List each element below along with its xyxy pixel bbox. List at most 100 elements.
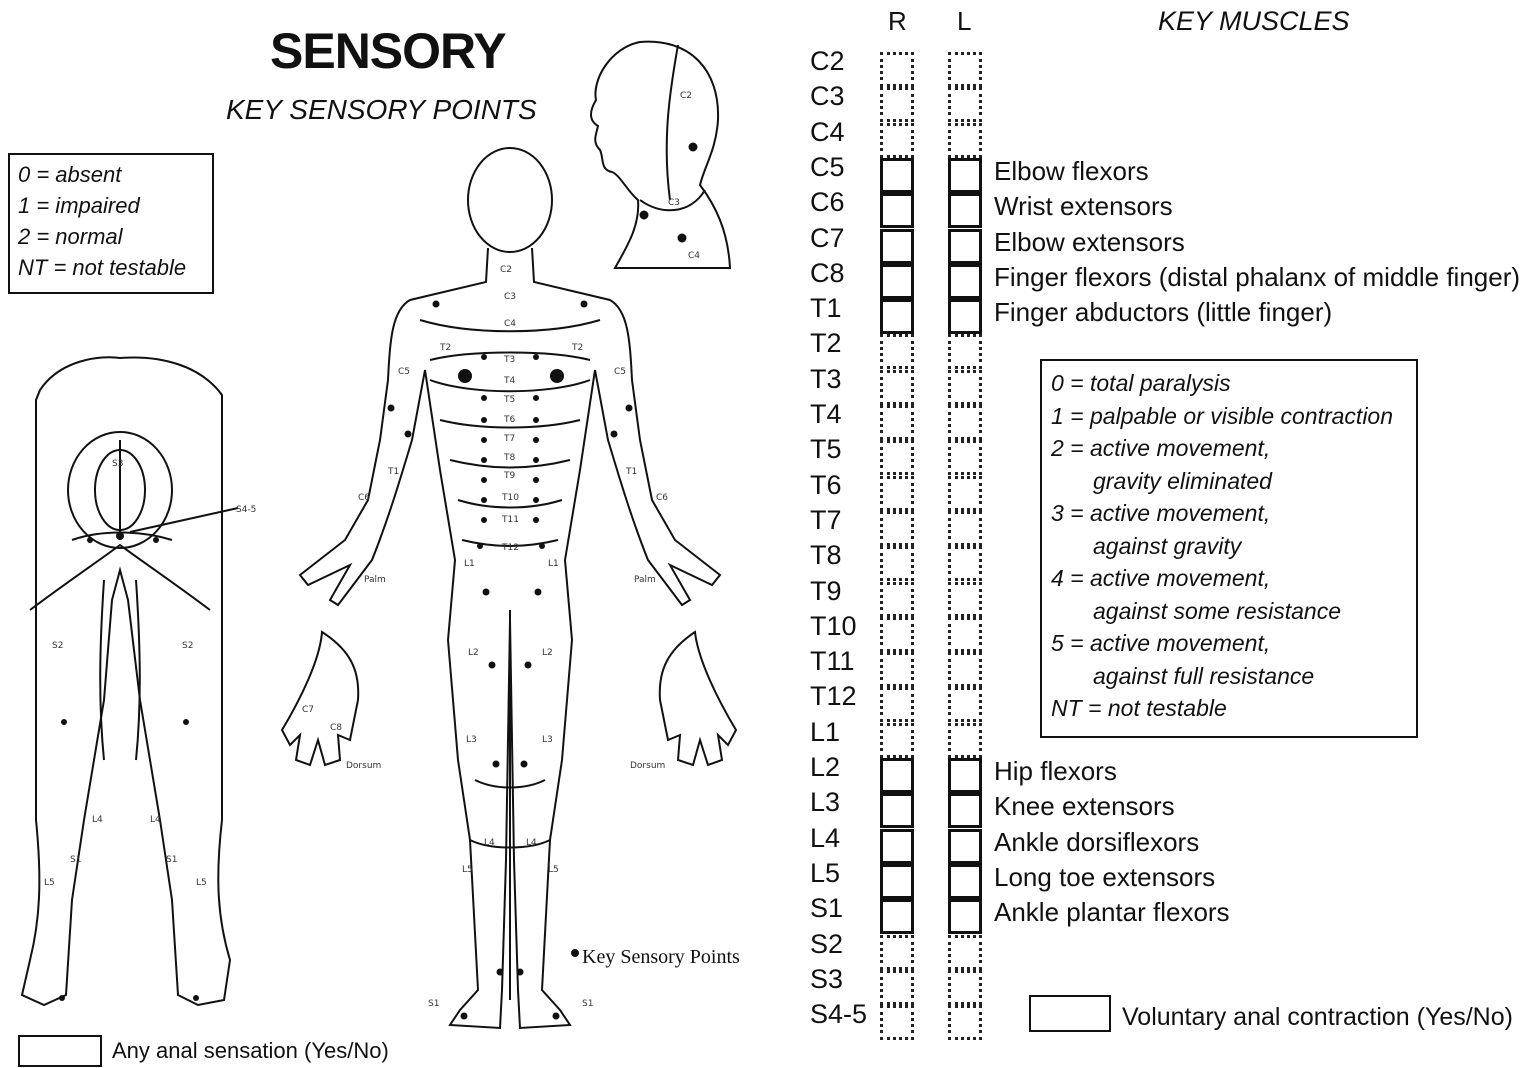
left-score-cell[interactable]	[948, 793, 982, 828]
motor-legend-item: against some resistance	[1051, 595, 1407, 628]
back-label: S1	[166, 855, 177, 865]
right-score-cell[interactable]	[880, 1005, 914, 1040]
left-score-cell[interactable]	[948, 935, 982, 970]
front-label: C4	[504, 319, 516, 329]
motor-legend-item: 4 = active movement,	[1051, 562, 1407, 595]
left-score-cell[interactable]	[948, 582, 982, 617]
key-muscle-label: Ankle dorsiflexors	[994, 827, 1199, 858]
right-score-cell[interactable]	[880, 299, 914, 334]
anal-sensation-checkbox[interactable]	[18, 1035, 102, 1067]
left-score-cell[interactable]	[948, 1005, 982, 1040]
right-score-cell[interactable]	[880, 334, 914, 369]
left-score-cell[interactable]	[948, 334, 982, 369]
right-score-cell[interactable]	[880, 899, 914, 934]
right-score-cell[interactable]	[880, 617, 914, 652]
right-score-cell[interactable]	[880, 935, 914, 970]
right-score-cell[interactable]	[880, 158, 914, 193]
left-score-cell[interactable]	[948, 440, 982, 475]
motor-legend-item: against gravity	[1051, 530, 1407, 563]
level-label: T12	[810, 681, 857, 712]
right-score-cell[interactable]	[880, 87, 914, 122]
right-score-cell[interactable]	[880, 793, 914, 828]
left-score-cell[interactable]	[948, 864, 982, 899]
back-label: S2	[182, 641, 193, 651]
level-label: T9	[810, 576, 842, 607]
left-score-cell[interactable]	[948, 158, 982, 193]
level-label: T10	[810, 611, 857, 642]
left-score-cell[interactable]	[948, 405, 982, 440]
left-score-cell[interactable]	[948, 476, 982, 511]
left-score-cell[interactable]	[948, 229, 982, 264]
left-score-cell[interactable]	[948, 758, 982, 793]
right-score-cell[interactable]	[880, 229, 914, 264]
right-score-cell[interactable]	[880, 970, 914, 1005]
back-label: S4-5	[236, 505, 256, 515]
level-label: T4	[810, 399, 842, 430]
left-score-cell[interactable]	[948, 970, 982, 1005]
right-score-cell[interactable]	[880, 758, 914, 793]
right-score-cell[interactable]	[880, 123, 914, 158]
right-score-cell[interactable]	[880, 829, 914, 864]
left-score-cell[interactable]	[948, 723, 982, 758]
back-label: S1	[70, 855, 81, 865]
right-score-cell[interactable]	[880, 582, 914, 617]
left-score-cell[interactable]	[948, 652, 982, 687]
front-label: T7	[503, 434, 515, 444]
level-label: C5	[810, 152, 845, 183]
level-label: C8	[810, 258, 845, 289]
motor-legend-item: 0 = total paralysis	[1051, 367, 1407, 400]
front-label: Dorsum	[630, 761, 665, 771]
left-score-cell[interactable]	[948, 617, 982, 652]
left-score-cell[interactable]	[948, 87, 982, 122]
front-label: L4	[526, 838, 537, 848]
left-score-cell[interactable]	[948, 299, 982, 334]
left-score-cell[interactable]	[948, 511, 982, 546]
front-label: T9	[503, 471, 515, 481]
left-score-cell[interactable]	[948, 370, 982, 405]
motor-scale-legend: 0 = total paralysis1 = palpable or visib…	[1040, 359, 1418, 738]
front-label: S1	[582, 999, 593, 1009]
left-score-cell[interactable]	[948, 829, 982, 864]
left-score-cell[interactable]	[948, 193, 982, 228]
right-score-cell[interactable]	[880, 546, 914, 581]
voluntary-anal-contraction-checkbox[interactable]	[1029, 995, 1111, 1032]
front-label: C8	[330, 723, 342, 733]
right-score-cell[interactable]	[880, 405, 914, 440]
front-label: L3	[466, 735, 477, 745]
front-label: L2	[542, 648, 553, 658]
front-label: Palm	[364, 575, 386, 585]
back-label: L4	[92, 815, 103, 825]
left-score-cell[interactable]	[948, 264, 982, 299]
level-label: C7	[810, 223, 845, 254]
left-score-cell[interactable]	[948, 899, 982, 934]
right-score-cell[interactable]	[880, 370, 914, 405]
front-label: C5	[398, 367, 410, 377]
right-score-cell[interactable]	[880, 193, 914, 228]
right-column-header: R	[888, 6, 907, 37]
left-score-cell[interactable]	[948, 123, 982, 158]
front-label: T1	[625, 467, 637, 477]
right-score-cell[interactable]	[880, 652, 914, 687]
level-label: L2	[810, 752, 840, 783]
right-score-cell[interactable]	[880, 476, 914, 511]
front-label: T10	[501, 493, 519, 503]
right-score-cell[interactable]	[880, 723, 914, 758]
front-label: C2	[500, 265, 512, 275]
right-score-cell[interactable]	[880, 864, 914, 899]
left-score-cell[interactable]	[948, 546, 982, 581]
right-score-cell[interactable]	[880, 440, 914, 475]
left-score-cell[interactable]	[948, 687, 982, 722]
left-score-cell[interactable]	[948, 52, 982, 87]
right-score-cell[interactable]	[880, 687, 914, 722]
motor-legend-item: NT = not testable	[1051, 692, 1407, 725]
level-label: S2	[810, 929, 843, 960]
right-score-cell[interactable]	[880, 52, 914, 87]
front-label: T1	[387, 467, 399, 477]
front-label: L5	[548, 865, 559, 875]
right-score-cell[interactable]	[880, 511, 914, 546]
head-label: C3	[668, 198, 680, 208]
motor-legend-item: against full resistance	[1051, 660, 1407, 693]
back-label: L5	[196, 878, 207, 888]
right-score-cell[interactable]	[880, 264, 914, 299]
front-label: C5	[614, 367, 626, 377]
